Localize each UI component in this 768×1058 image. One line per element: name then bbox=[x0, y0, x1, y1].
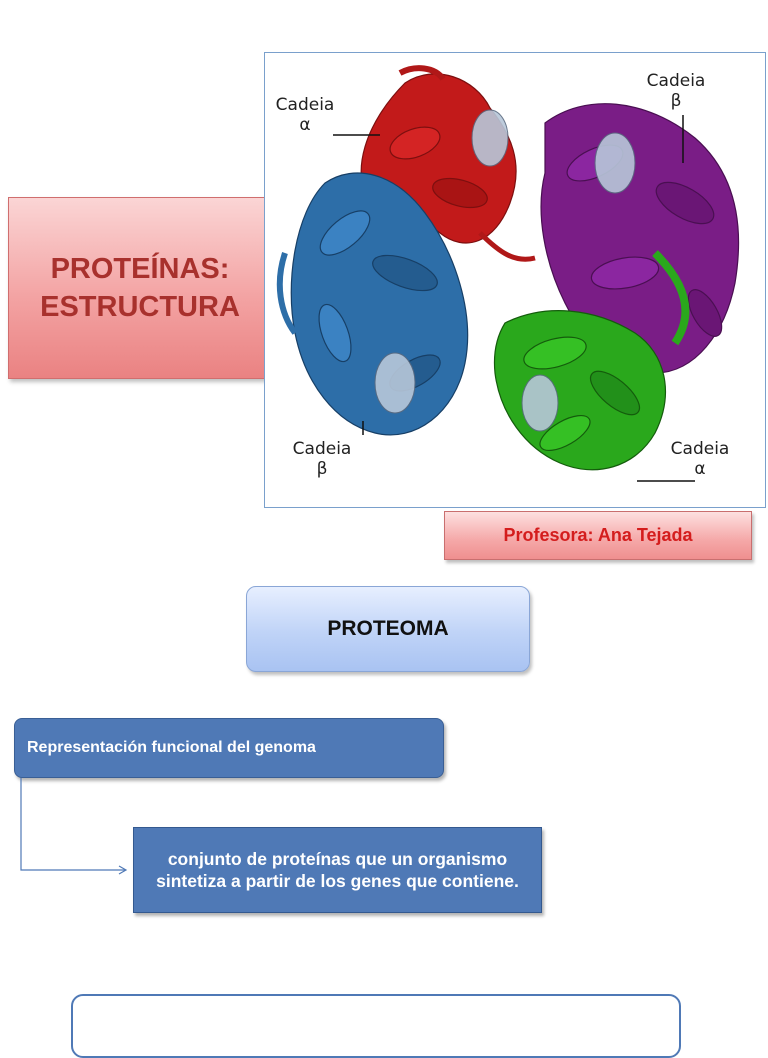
label-top-right-name: Cadeia bbox=[646, 71, 706, 91]
title-line-2: ESTRUCTURA bbox=[40, 291, 240, 323]
purple-chain bbox=[540, 103, 740, 374]
label-bottom-right-name: Cadeia bbox=[670, 439, 730, 459]
hemoglobin-figure: Cadeia α Cadeia β Cadeia β Cadeia α bbox=[264, 52, 766, 508]
representation-box: Representación funcional del genoma bbox=[14, 718, 444, 778]
bottom-box bbox=[71, 994, 681, 1058]
label-top-left-greek: α bbox=[299, 115, 311, 135]
definition-box: conjunto de proteínas que un organismo s… bbox=[133, 827, 542, 913]
label-top-right: Cadeia β bbox=[641, 71, 711, 111]
protein-structure-illustration bbox=[276, 65, 740, 482]
label-bottom-left-greek: β bbox=[316, 459, 328, 479]
proteoma-box: PROTEOMA bbox=[246, 586, 530, 672]
blue-chain bbox=[276, 172, 469, 436]
author-box: Profesora: Ana Tejada bbox=[444, 511, 752, 560]
label-top-left: Cadeia α bbox=[275, 95, 335, 135]
label-bottom-right: Cadeia α bbox=[665, 439, 735, 479]
heme-groups bbox=[374, 109, 636, 432]
label-bottom-right-greek: α bbox=[694, 459, 706, 479]
label-top-left-name: Cadeia bbox=[275, 95, 335, 115]
title-box: PROTEÍNAS: ESTRUCTURA bbox=[8, 197, 272, 379]
label-top-right-greek: β bbox=[670, 91, 682, 111]
title-line-1: PROTEÍNAS: bbox=[50, 253, 230, 285]
leader-lines bbox=[333, 115, 695, 482]
label-bottom-left-name: Cadeia bbox=[292, 439, 352, 459]
label-bottom-left: Cadeia β bbox=[287, 439, 357, 479]
